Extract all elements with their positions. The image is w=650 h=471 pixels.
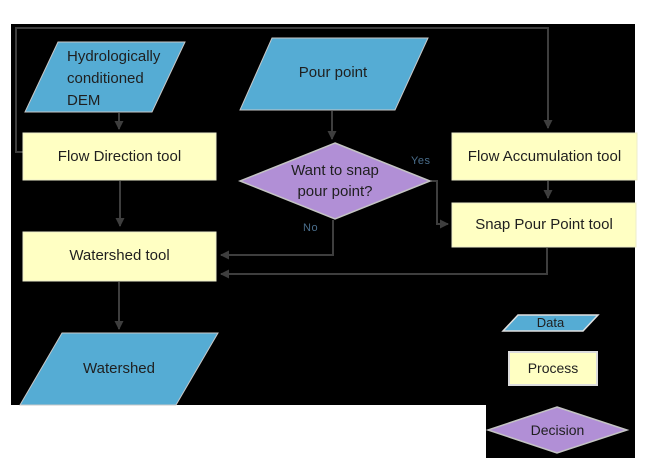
node-flow-direction-shape [22, 132, 217, 181]
node-pour-point-shape [239, 37, 429, 111]
edge-label-no: No [303, 222, 319, 234]
node-flow-accumulation-shape [451, 132, 638, 181]
node-snap-pour-point-label: Snap Pour Point tool [475, 216, 613, 233]
node-decision-label: Want to snap pour point? [250, 160, 420, 202]
node-watershed-tool-shape [22, 231, 217, 282]
node-dem-shape [24, 41, 186, 113]
edge-decision-yes-to-snap-pour-point [431, 180, 449, 229]
node-watershed-label: Watershed [83, 360, 155, 377]
legend-decision-shape [485, 406, 630, 454]
edge-decision-no-to-watershed-tool [220, 220, 334, 260]
dem-label-line3: DEM [67, 92, 101, 109]
node-decision-shape [237, 142, 433, 220]
node-dem-label: Hydrologically conditioned DEM [67, 46, 182, 112]
dem-label-line1: Hydrologically [67, 48, 161, 65]
legend-decision-label: Decision [530, 422, 585, 438]
legend-data-label: Data [536, 315, 565, 330]
node-flow-accumulation-label: Flow Accumulation tool [467, 148, 622, 165]
edge-flow-direction-to-flow-accumulation [15, 27, 553, 153]
legend-process-label: Process [527, 360, 579, 376]
node-watershed-shape [19, 332, 219, 406]
node-snap-pour-point-shape [451, 202, 637, 248]
node-flow-direction-label: Flow Direction tool [57, 148, 182, 165]
dem-label-line2: conditioned [67, 70, 144, 87]
node-watershed-tool-label: Watershed tool [69, 247, 170, 264]
legend-process-shape [508, 351, 598, 386]
edge-label-yes: Yes [411, 155, 431, 167]
legend-data-shape [501, 314, 600, 332]
decision-label-line1: Want to snap [291, 162, 379, 179]
decision-label-line2: pour point? [297, 183, 373, 200]
edge-snap-pour-point-to-watershed-tool [220, 248, 548, 279]
node-pour-point-label: Pour point [298, 64, 368, 81]
